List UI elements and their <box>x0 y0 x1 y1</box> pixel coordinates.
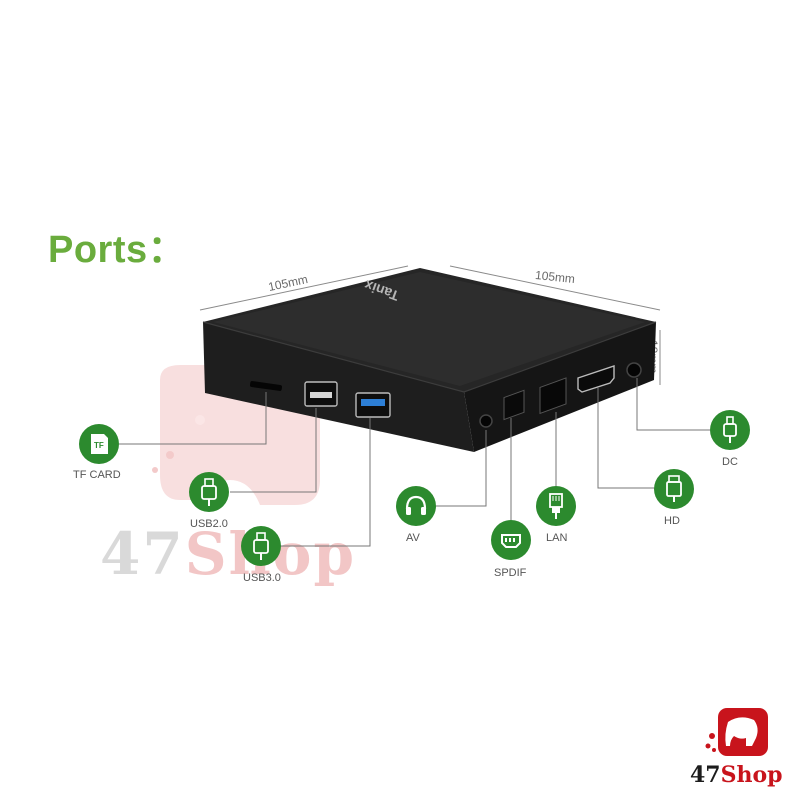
usb3-callout <box>279 418 371 547</box>
svg-text:TF: TF <box>94 441 104 450</box>
tf-slot <box>249 381 283 391</box>
page-title: Ports： <box>48 229 187 271</box>
watermark-number: 47 <box>100 520 185 588</box>
usb3-label: USB3.0 <box>243 572 281 584</box>
width-left-dimension-line <box>199 265 409 311</box>
logo-number: 47 <box>690 762 721 788</box>
usb3-icon <box>241 526 281 566</box>
device-left-face <box>203 322 474 452</box>
tf-callout <box>119 392 267 445</box>
hd-label: HD <box>664 515 680 527</box>
dc-plug-icon <box>710 410 750 450</box>
hd-callout <box>597 388 655 489</box>
hdmi-port <box>577 365 615 393</box>
dc-jack <box>626 362 642 378</box>
width-right-dimension-line <box>449 265 661 311</box>
av-label: AV <box>406 532 420 544</box>
spdif-label: SPDIF <box>494 567 527 579</box>
tf-card-label: TF CARD <box>73 469 121 481</box>
usb2-label: USB2.0 <box>190 518 228 530</box>
ethernet-plug-icon <box>536 486 576 526</box>
usb2-icon <box>189 472 229 512</box>
usb2-callout <box>230 408 317 493</box>
headphones-icon <box>396 486 436 526</box>
brand-logo-text: 47Shop <box>690 762 783 788</box>
spdif-connector-icon <box>491 520 531 560</box>
dc-callout <box>636 378 710 431</box>
elephant-logo-icon <box>705 708 768 756</box>
spdif-port <box>503 389 525 421</box>
logo-word: Shop <box>720 762 783 788</box>
lan-port <box>539 377 567 415</box>
av-jack <box>479 414 493 428</box>
tf-card-icon: TF <box>79 424 119 464</box>
av-callout <box>436 430 487 507</box>
hdmi-plug-icon <box>654 469 694 509</box>
lan-label: LAN <box>546 532 568 544</box>
dc-label: DC <box>722 456 738 468</box>
